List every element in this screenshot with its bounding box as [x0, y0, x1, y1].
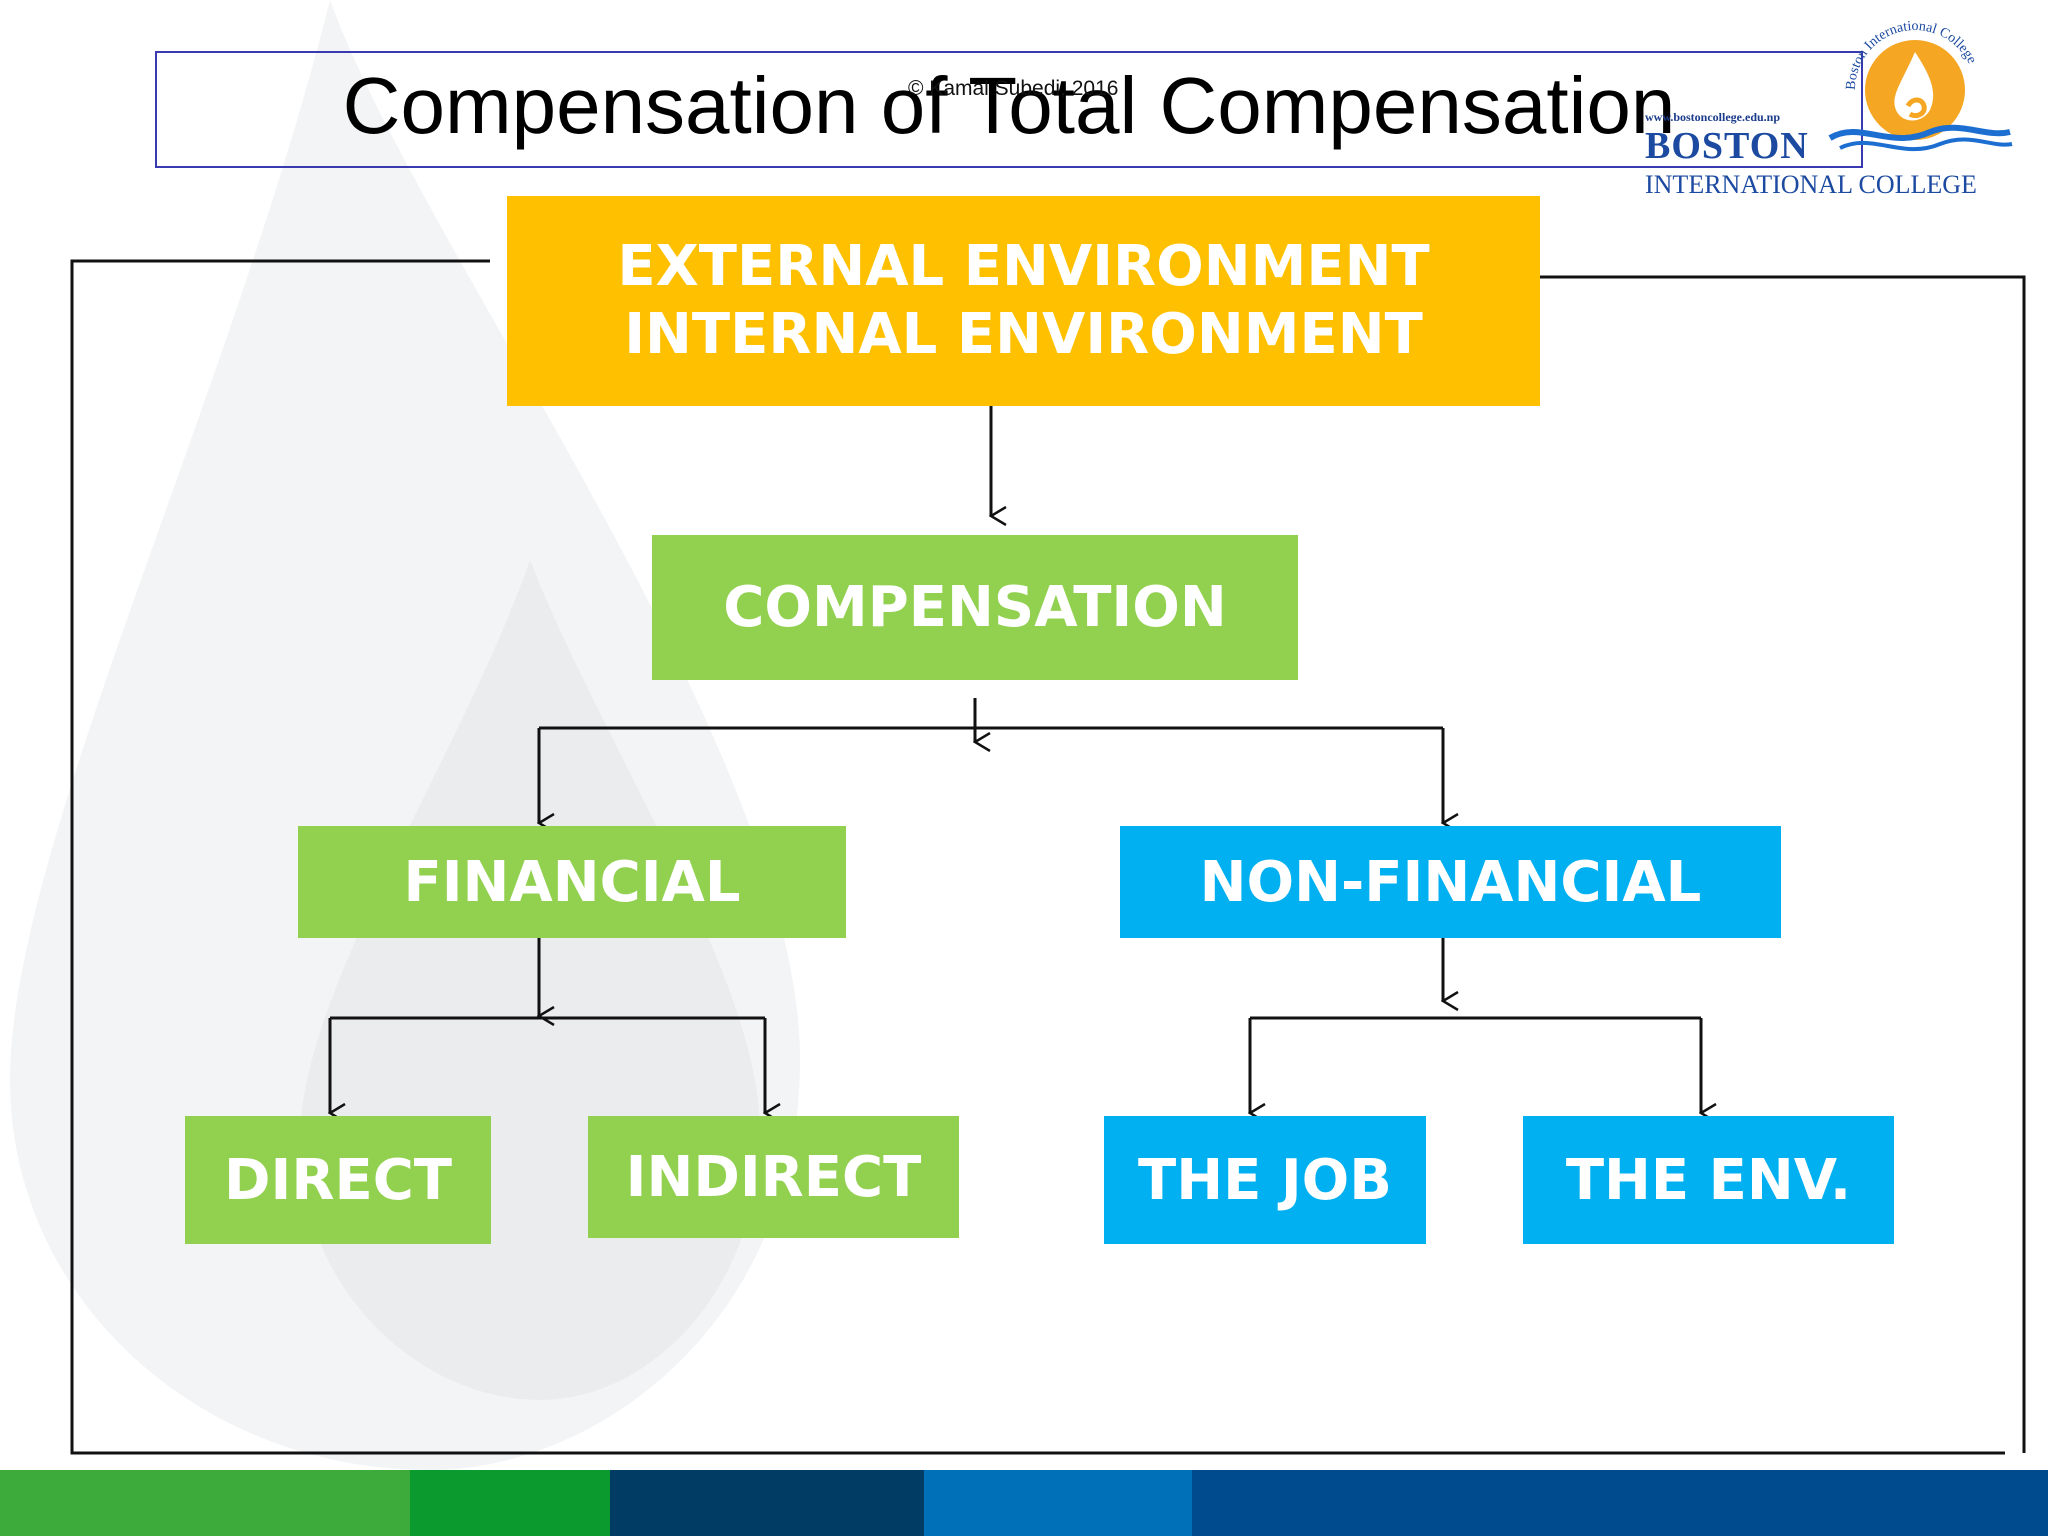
direct-label: DIRECT	[224, 1147, 452, 1213]
indirect-box: INDIRECT	[588, 1116, 959, 1238]
the-job-box: THE JOB	[1104, 1116, 1426, 1244]
footer-band-1	[0, 1470, 410, 1536]
footer-band-3	[610, 1470, 924, 1536]
the-job-label: THE JOB	[1138, 1147, 1392, 1213]
external-environment-label: EXTERNAL ENVIRONMENT	[617, 234, 1430, 299]
footer-band-4	[924, 1470, 1192, 1536]
financial-label: FINANCIAL	[403, 849, 741, 915]
non-financial-box: NON-FINANCIAL	[1120, 826, 1781, 938]
copyright-text: © Kamal Subedi, 2016	[908, 77, 1119, 100]
compensation-label: COMPENSATION	[723, 575, 1227, 640]
title-frame	[155, 51, 1863, 168]
non-financial-label: NON-FINANCIAL	[1199, 849, 1702, 915]
footer-band-5	[1192, 1470, 2048, 1536]
college-logo: Boston International College	[1640, 20, 2020, 210]
financial-box: FINANCIAL	[298, 826, 846, 938]
frame-left	[70, 259, 2005, 1455]
footer-band-2	[410, 1470, 610, 1536]
logo-emblem-icon: Boston International College	[1828, 20, 2013, 152]
indirect-label: INDIRECT	[625, 1144, 922, 1210]
the-env-label: THE ENV.	[1565, 1147, 1852, 1213]
direct-box: DIRECT	[185, 1116, 491, 1244]
logo-subtitle: INTERNATIONAL COLLEGE	[1645, 170, 1977, 199]
the-env-box: THE ENV.	[1523, 1116, 1894, 1244]
environment-box: EXTERNAL ENVIRONMENT INTERNAL ENVIRONMEN…	[507, 196, 1540, 406]
frame-right	[1540, 275, 2026, 1453]
logo-url: www.bostoncollege.edu.np	[1645, 110, 1781, 124]
page-title: Compensation of Total Compensation	[342, 61, 1676, 150]
internal-environment-label: INTERNAL ENVIRONMENT	[624, 302, 1423, 367]
compensation-box: COMPENSATION	[652, 535, 1298, 680]
logo-name: BOSTON	[1645, 125, 1809, 167]
